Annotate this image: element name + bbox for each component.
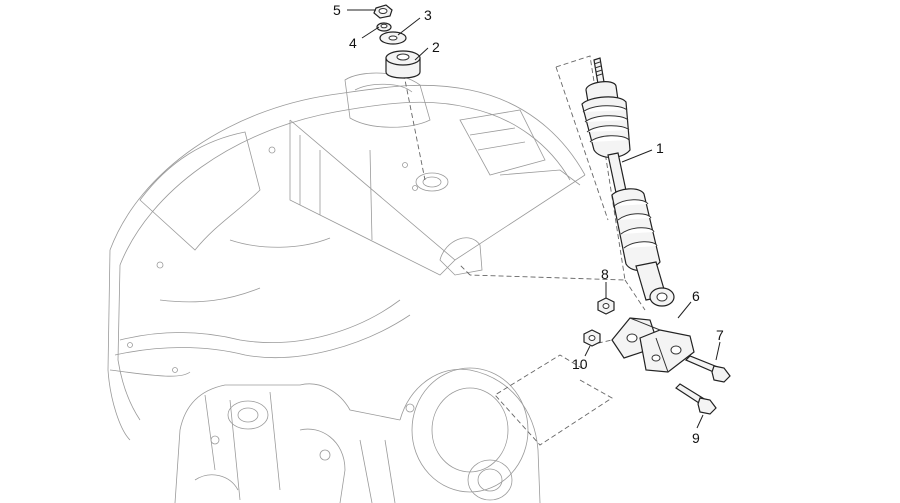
callout-3: 3 — [424, 7, 432, 23]
callout-4: 4 — [349, 35, 357, 51]
washer-part — [379, 31, 407, 45]
callout-1: 1 — [656, 140, 664, 156]
shock-absorber-part — [581, 57, 675, 307]
shock-bolt-part — [675, 383, 717, 415]
callout-10: 10 — [572, 356, 588, 372]
cup-washer-part — [376, 22, 392, 32]
callout-8: 8 — [601, 266, 609, 282]
top-nut-part — [373, 4, 393, 19]
bracket-nut-part — [583, 329, 601, 347]
assembly-guide-lines — [394, 55, 646, 446]
callout-2: 2 — [432, 39, 440, 55]
rubber-bushing-part — [385, 50, 421, 79]
frame-body-drawing — [107, 72, 586, 441]
callout-leader-lines — [347, 9, 721, 429]
callout-labels: 5 4 3 2 1 8 6 7 10 9 — [333, 2, 724, 446]
callout-9: 9 — [692, 430, 700, 446]
callout-6: 6 — [692, 288, 700, 304]
callout-7: 7 — [716, 327, 724, 343]
shock-nut-part — [597, 297, 615, 315]
bracket-bolt-part — [684, 355, 731, 383]
lower-mount-bracket-part — [611, 317, 695, 373]
engine-crankcase-drawing — [174, 367, 541, 503]
callout-5: 5 — [333, 2, 341, 18]
